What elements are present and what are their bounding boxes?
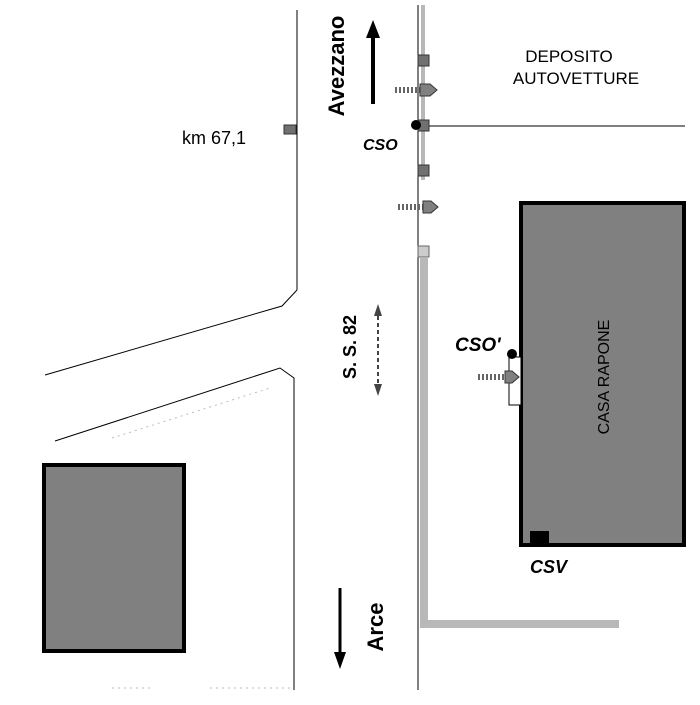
casa-rapone-label: CASA RAPONE (596, 320, 613, 435)
avezzano-label: Avezzano (324, 16, 349, 117)
km-marker (283, 124, 297, 135)
side-road-edge (54, 367, 295, 690)
track-marker (417, 54, 430, 67)
track-marker (417, 245, 430, 258)
csv-label: CSV (530, 557, 569, 577)
signal-arrow-icon (398, 200, 439, 214)
road-label: S. S. 82 (340, 315, 360, 379)
cso-dot (411, 120, 421, 130)
arrow-down-icon (334, 588, 346, 669)
signal-arrow-icon (478, 370, 520, 384)
autovetture-label: AUTOVETTURE (513, 69, 639, 88)
cso-label: CSO (363, 137, 398, 154)
cso-prime-label: CSO' (455, 335, 502, 356)
road-edge-left-junction (44, 289, 298, 376)
arce-label: Arce (363, 603, 388, 652)
csv-box (530, 531, 549, 544)
track-markers (283, 54, 430, 258)
building-left (42, 463, 186, 653)
signal-arrow-icon (395, 83, 438, 97)
track-marker (417, 164, 430, 177)
km-label: km 67,1 (182, 128, 246, 148)
arrow-up-icon (366, 20, 380, 104)
deposito-label: DEPOSITO (525, 47, 613, 66)
road-arrow-icon (374, 304, 382, 396)
road-edges (44, 5, 685, 690)
cso-prime-dot (507, 349, 517, 359)
dotted-traces (111, 387, 290, 689)
